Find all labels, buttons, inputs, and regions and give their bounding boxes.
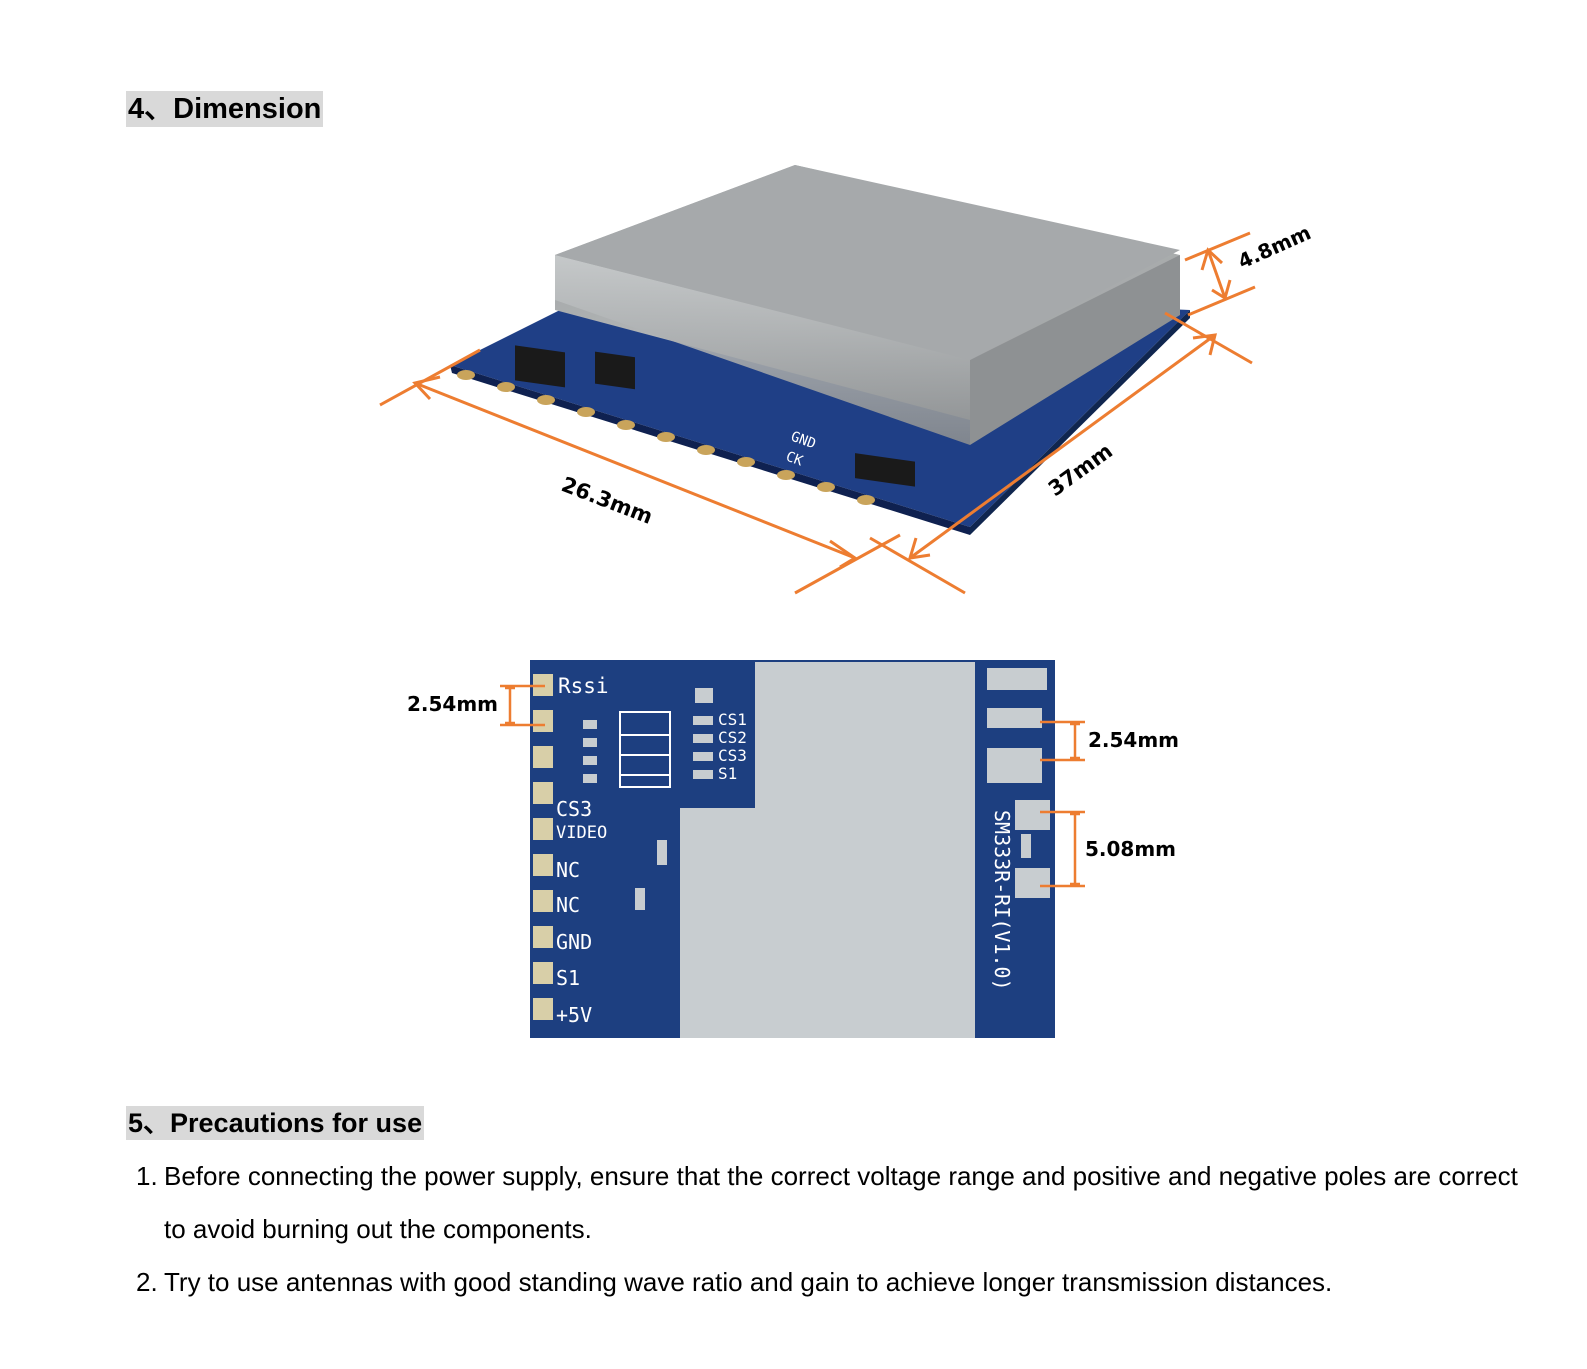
right-pads bbox=[987, 668, 1050, 898]
silk-cs1: CS1 bbox=[718, 710, 747, 729]
precautions-list: 1. Before connecting the power supply, e… bbox=[136, 1150, 1536, 1309]
precautions-heading: 5、Precautions for use bbox=[126, 1106, 425, 1140]
pin-label-s1: S1 bbox=[556, 966, 580, 990]
list-item-number: 2. bbox=[136, 1267, 158, 1297]
list-item: 1. Before connecting the power supply, e… bbox=[136, 1150, 1536, 1256]
pcb-edge-right bbox=[970, 310, 1190, 535]
ic-pads bbox=[583, 664, 1031, 1034]
dim-right-pitch-label: 2.54mm bbox=[1088, 728, 1179, 752]
list-item: 2. Try to use antennas with good standin… bbox=[136, 1256, 1536, 1309]
shield-right bbox=[970, 255, 1180, 445]
module-iso-figure: GND CK 26.3mm 37mm bbox=[370, 155, 1330, 605]
chip-mid bbox=[595, 351, 635, 390]
shield-plate bbox=[680, 662, 975, 1038]
dim-length bbox=[869, 311, 1253, 595]
silk-cs3: CS3 bbox=[718, 746, 747, 765]
shield-front bbox=[555, 255, 970, 445]
silk-s1: S1 bbox=[718, 764, 737, 783]
dim-height bbox=[1184, 231, 1256, 317]
pin-label-nc-2: NC bbox=[556, 893, 580, 917]
dim-height-label: 4.8mm bbox=[1234, 220, 1314, 273]
pin-label-5v: +5V bbox=[556, 1003, 592, 1027]
module-board-drawing: Rssi CS1 CS2 CS3 S1 CS3 VIDEO NC NC GND … bbox=[407, 660, 1179, 1038]
dim-width-label: 26.3mm bbox=[558, 472, 656, 529]
chip-left bbox=[515, 345, 565, 388]
front-pads bbox=[457, 370, 875, 505]
silk-rssi: Rssi bbox=[558, 674, 609, 698]
module-board-figure: Rssi CS1 CS2 CS3 S1 CS3 VIDEO NC NC GND … bbox=[395, 650, 1215, 1050]
dim-right-pitch bbox=[1040, 720, 1085, 762]
list-item-number: 1. bbox=[136, 1161, 158, 1191]
pin-label-cs3: CS3 bbox=[556, 797, 592, 821]
chip-front bbox=[855, 453, 915, 487]
pin-label-video: VIDEO bbox=[556, 823, 607, 843]
ic-footprint bbox=[619, 711, 671, 788]
module-iso-drawing: GND CK 26.3mm 37mm bbox=[379, 165, 1314, 595]
shield-lid bbox=[555, 165, 1180, 360]
silk-cs2: CS2 bbox=[718, 728, 747, 747]
model-label: SM333R-RI(V1.0) bbox=[990, 810, 1014, 991]
left-pads bbox=[533, 674, 553, 1020]
dim-right-gap-label: 5.08mm bbox=[1085, 837, 1176, 861]
dim-right-gap bbox=[1040, 810, 1085, 888]
list-item-text: Before connecting the power supply, ensu… bbox=[164, 1161, 1518, 1244]
silk-ck: CK bbox=[784, 449, 806, 470]
pin-label-nc-1: NC bbox=[556, 858, 580, 882]
dim-left-pitch-label: 2.54mm bbox=[407, 692, 498, 716]
dim-left-pitch bbox=[500, 684, 545, 727]
dimension-heading: 4、Dimension bbox=[126, 91, 324, 127]
pin-label-gnd: GND bbox=[556, 930, 592, 954]
list-item-text: Try to use antennas with good standing w… bbox=[164, 1267, 1333, 1297]
